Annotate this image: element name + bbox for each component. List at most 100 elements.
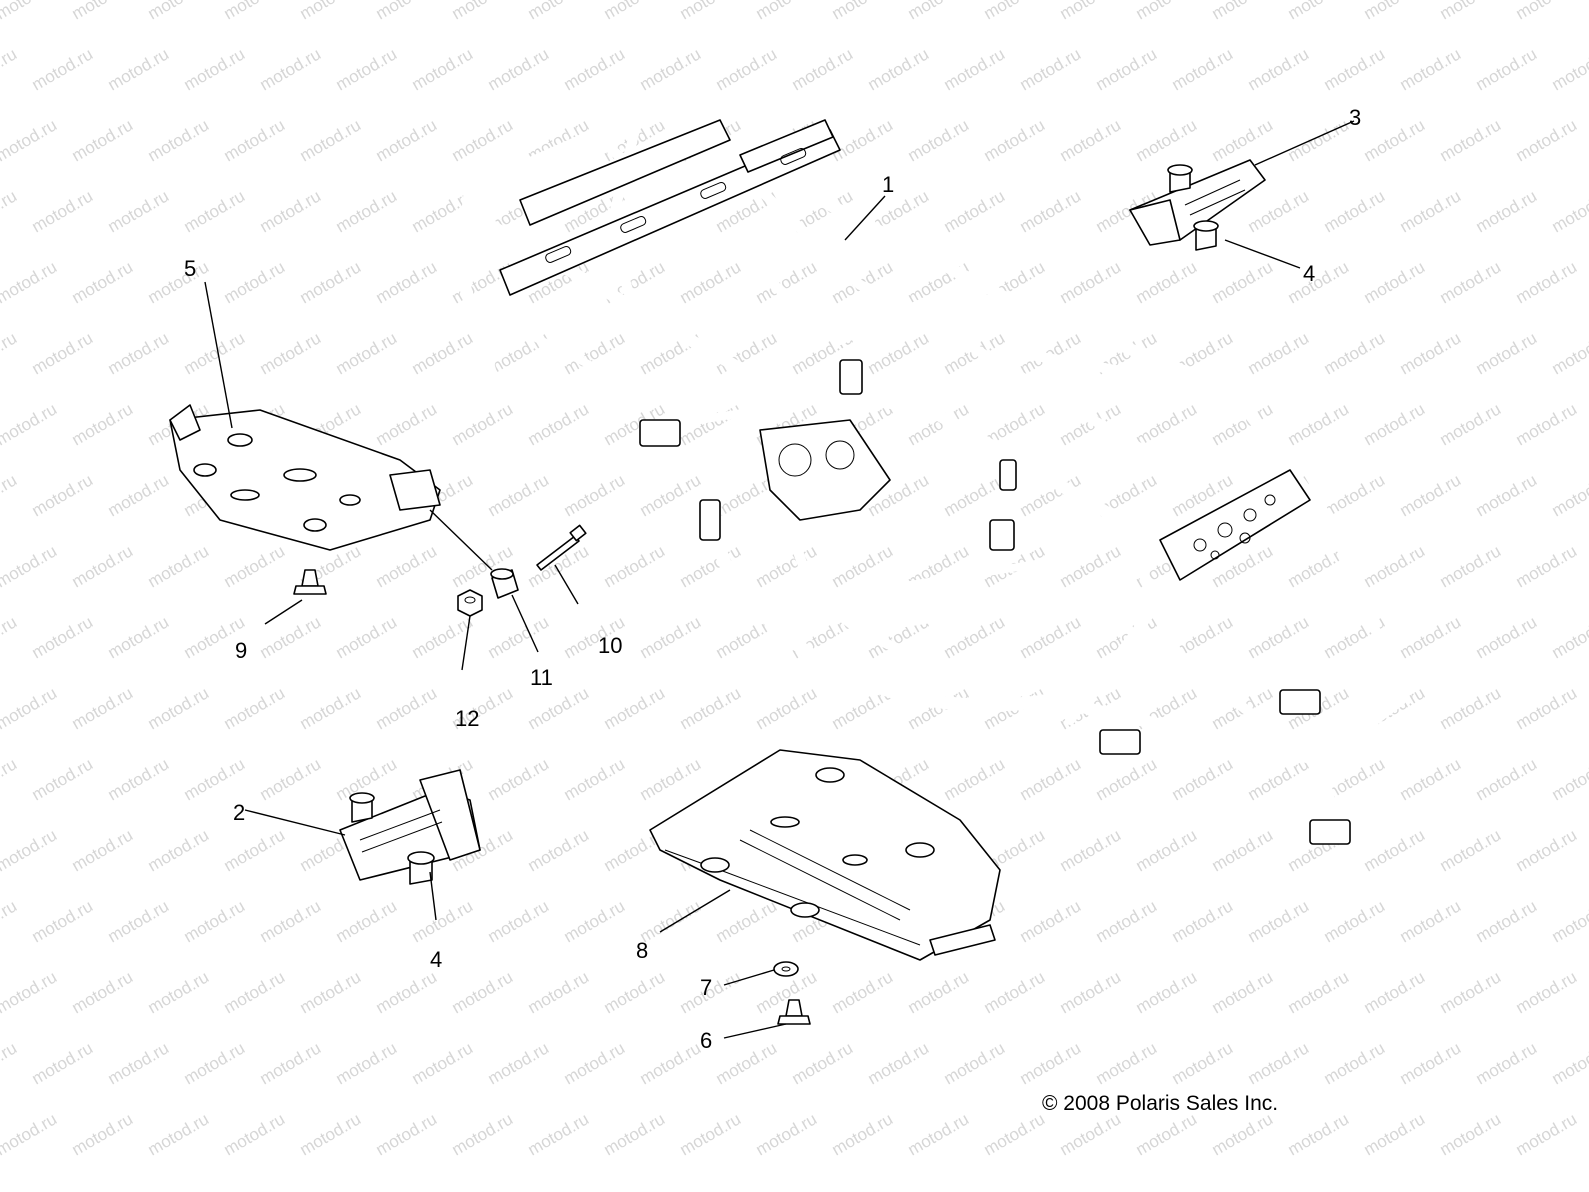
watermark-text: motod.ru	[1513, 1109, 1581, 1159]
watermark-text: motod.ru	[1209, 0, 1277, 23]
watermark-text: motod.ru	[1093, 1038, 1161, 1088]
watermark-text: motod.ru	[297, 115, 365, 165]
watermark-text: motod.ru	[525, 683, 593, 733]
watermark-text: motod.ru	[145, 541, 213, 591]
watermark-text: motod.ru	[0, 754, 20, 804]
watermark-text: motod.ru	[941, 754, 1009, 804]
watermark-text: motod.ru	[1093, 754, 1161, 804]
watermark-text: motod.ru	[1057, 967, 1125, 1017]
watermark-text: motod.ru	[485, 1038, 553, 1088]
watermark-text: motod.ru	[1473, 470, 1541, 520]
callout-1: 1	[882, 172, 894, 197]
watermark-text: motod.ru	[449, 1109, 517, 1159]
watermark-text: motod.ru	[1397, 754, 1465, 804]
watermark-text: motod.ru	[29, 1038, 97, 1088]
watermark-text: motod.ru	[1437, 115, 1505, 165]
watermark-text: motod.ru	[29, 896, 97, 946]
watermark-text: motod.ru	[1437, 967, 1505, 1017]
watermark-text: motod.ru	[0, 1038, 20, 1088]
watermark-text: motod.ru	[753, 0, 821, 23]
copyright-notice: © 2008 Polaris Sales Inc.	[1042, 1092, 1278, 1115]
watermark-text: motod.ru	[941, 186, 1009, 236]
watermark-text: motod.ru	[713, 44, 781, 94]
watermark-text: motod.ru	[449, 399, 517, 449]
callout-11: 11	[530, 665, 553, 690]
watermark-text: motod.ru	[525, 399, 593, 449]
watermark-text: motod.ru	[1093, 44, 1161, 94]
watermark-text: motod.ru	[981, 0, 1049, 23]
watermark-text: motod.ru	[181, 186, 249, 236]
watermark-text: motod.ru	[221, 683, 289, 733]
watermark-text: motod.ru	[1361, 115, 1429, 165]
watermark-text: motod.ru	[145, 1109, 213, 1159]
watermark-text: motod.ru	[905, 0, 973, 23]
watermark-text: motod.ru	[1397, 1038, 1465, 1088]
watermark-text: motod.ru	[297, 967, 365, 1017]
watermark-text: motod.ru	[0, 967, 60, 1017]
watermark-text: motod.ru	[1549, 1038, 1589, 1088]
callout-8: 8	[636, 938, 648, 963]
watermark-text: motod.ru	[525, 0, 593, 23]
watermark-text: motod.ru	[1017, 754, 1085, 804]
watermark-text: motod.ru	[1285, 0, 1353, 23]
watermark-text: motod.ru	[561, 1038, 629, 1088]
watermark-text: motod.ru	[1169, 754, 1237, 804]
watermark-text: motod.ru	[1169, 1038, 1237, 1088]
watermark-text: motod.ru	[1017, 186, 1085, 236]
watermark-text: motod.ru	[525, 1109, 593, 1159]
watermark-text: motod.ru	[0, 470, 20, 520]
watermark-text: motod.ru	[105, 896, 173, 946]
watermark-text: motod.ru	[1473, 1038, 1541, 1088]
watermark-text: motod.ru	[257, 328, 325, 378]
watermark-text: motod.ru	[1133, 399, 1201, 449]
watermark-text: motod.ru	[525, 967, 593, 1017]
watermark-text: motod.ru	[485, 896, 553, 946]
callout-6: 6	[700, 1028, 712, 1053]
watermark-text: motod.ru	[69, 683, 137, 733]
watermark-text: motod.ru	[105, 328, 173, 378]
watermark-text: motod.ru	[1437, 541, 1505, 591]
watermark-text: motod.ru	[1513, 257, 1581, 307]
watermark-text: motod.ru	[0, 0, 60, 23]
watermark-text: motod.ru	[1473, 328, 1541, 378]
watermark-text: motod.ru	[829, 541, 897, 591]
watermark-text: motod.ru	[1549, 896, 1589, 946]
watermark-text: motod.ru	[1209, 825, 1277, 875]
main-frame	[454, 90, 1406, 845]
watermark-text: motod.ru	[1017, 44, 1085, 94]
watermark-text: motod.ru	[1549, 186, 1589, 236]
watermark-text: motod.ru	[1397, 896, 1465, 946]
watermark-text: motod.ru	[981, 967, 1049, 1017]
watermark-text: motod.ru	[1321, 1038, 1389, 1088]
watermark-text: motod.ru	[1133, 257, 1201, 307]
watermark-text: motod.ru	[373, 257, 441, 307]
watermark-text: motod.ru	[333, 328, 401, 378]
watermark-text: motod.ru	[297, 683, 365, 733]
watermark-text: motod.ru	[221, 541, 289, 591]
watermark-text: motod.ru	[69, 1109, 137, 1159]
watermark-text: motod.ru	[69, 541, 137, 591]
watermark-text: motod.ru	[677, 683, 745, 733]
watermark-text: motod.ru	[637, 612, 705, 662]
watermark-text: motod.ru	[69, 825, 137, 875]
callout-labels: 1 3 4 5 2 4 9 10 11 12 8 7 6	[184, 105, 1361, 1053]
watermark-text: motod.ru	[0, 896, 20, 946]
watermark-text: motod.ru	[677, 1109, 745, 1159]
watermark-text: motod.ru	[677, 0, 745, 23]
watermark-text: motod.ru	[789, 1038, 857, 1088]
watermark-text: motod.ru	[221, 115, 289, 165]
watermark-text: motod.ru	[257, 612, 325, 662]
watermark-text: motod.ru	[1397, 328, 1465, 378]
watermark-text: motod.ru	[1437, 257, 1505, 307]
watermark-text: motod.ru	[601, 683, 669, 733]
watermark-text: motod.ru	[1285, 1109, 1353, 1159]
watermark-text: motod.ru	[905, 115, 973, 165]
watermark-text: motod.ru	[0, 186, 20, 236]
watermark-text: motod.ru	[105, 470, 173, 520]
watermark-text: motod.ru	[221, 0, 289, 23]
watermark-text: motod.ru	[1057, 115, 1125, 165]
watermark-text: motod.ru	[941, 44, 1009, 94]
watermark-text: motod.ru	[905, 1109, 973, 1159]
watermark-text: motod.ru	[1017, 1038, 1085, 1088]
